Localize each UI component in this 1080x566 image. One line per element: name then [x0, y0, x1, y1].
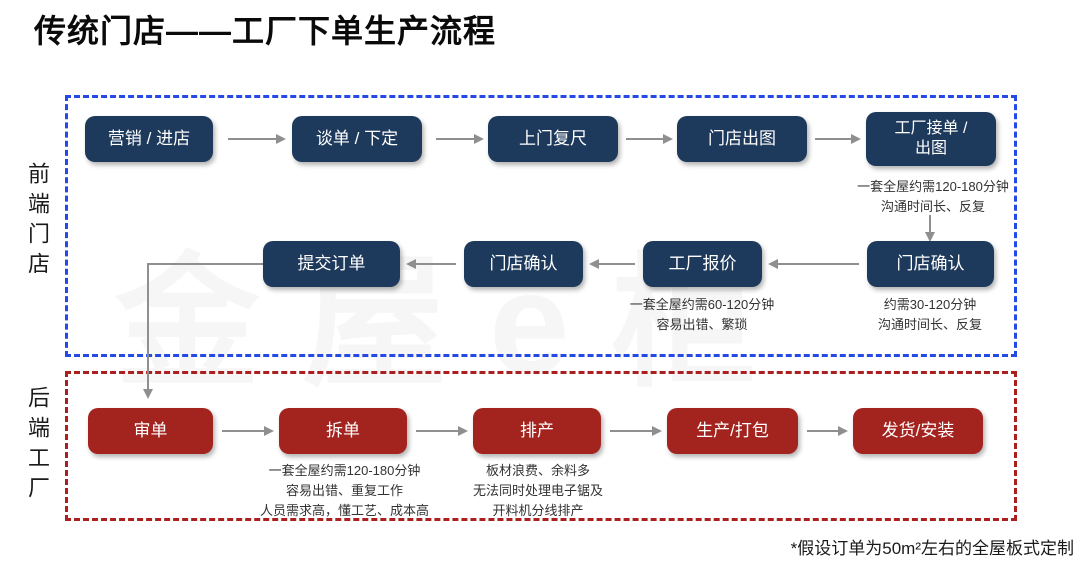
flow-node-remeasure: 上门复尺: [488, 116, 618, 162]
note-factory-quote: 一套全屋约需60-120分钟 容易出错、繁琐: [607, 295, 797, 335]
note-line: 开料机分线排产: [492, 503, 584, 519]
arrow-right-icon: [436, 134, 484, 144]
connector-submit-to-audit-horizontal: [148, 263, 263, 265]
note-line: 容易出错、繁琐: [656, 317, 748, 333]
note-factory-receive: 一套全屋约需120-180分钟 沟通时间长、反复: [838, 177, 1028, 217]
note-line: 人员需求高，懂工艺、成本高: [259, 503, 429, 519]
note-line: 沟通时间长、反复: [877, 317, 982, 333]
flow-node-ship-install: 发货/安装: [853, 408, 983, 454]
arrow-right-icon: [416, 426, 468, 436]
flow-node-produce-pack: 生产/打包: [667, 408, 798, 454]
note-line: 约需30-120分钟: [883, 297, 977, 312]
page-title: 传统门店——工厂下单生产流程: [34, 13, 497, 49]
arrow-right-icon: [610, 426, 662, 436]
arrow-right-icon: [815, 134, 861, 144]
note-line: 一套全屋约需120-180分钟: [268, 463, 421, 478]
back-factory-label: 后端工厂: [25, 386, 50, 506]
arrow-right-icon: [228, 134, 286, 144]
flow-node-store-confirm-1: 门店确认: [464, 241, 583, 287]
arrow-left-icon: [589, 259, 635, 269]
note-line: 沟通时间长、反复: [880, 199, 985, 215]
note-split-order: 一套全屋约需120-180分钟 容易出错、重复工作 人员需求高，懂工艺、成本高: [242, 461, 447, 521]
note-line: 板材浪费、余料多: [485, 463, 590, 478]
footnote: *假设订单为50m²左右的全屋板式定制: [790, 539, 1074, 558]
arrow-down-icon: [925, 215, 935, 242]
arrow-left-icon: [768, 259, 859, 269]
connector-submit-to-audit-arrow-down-icon: [143, 263, 153, 399]
back-factory-zone: [65, 371, 1017, 521]
flow-node-store-confirm-2: 门店确认: [867, 241, 994, 287]
flow-node-audit: 审单: [88, 408, 213, 454]
flow-node-negotiate: 谈单 / 下定: [292, 116, 422, 162]
note-line: 容易出错、重复工作: [285, 483, 403, 499]
note-scheduling: 板材浪费、余料多 无法同时处理电子锯及 开料机分线排产: [448, 461, 628, 521]
note-store-confirm: 约需30-120分钟 沟通时间长、反复: [840, 295, 1020, 335]
flow-node-submit-order: 提交订单: [263, 241, 400, 287]
arrow-left-icon: [406, 259, 456, 269]
arrow-right-icon: [807, 426, 848, 436]
front-store-label: 前端门店: [25, 162, 50, 282]
flow-node-split-order: 拆单: [279, 408, 407, 454]
flow-node-marketing: 营销 / 进店: [85, 116, 213, 162]
note-line: 一套全屋约需60-120分钟: [629, 297, 775, 312]
front-store-zone: [65, 95, 1017, 357]
note-line: 无法同时处理电子锯及: [472, 483, 603, 499]
flow-node-factory-receive: 工厂接单 / 出图: [866, 112, 996, 166]
flow-node-store-drawing: 门店出图: [677, 116, 807, 162]
flow-node-factory-quote: 工厂报价: [643, 241, 762, 287]
flow-node-scheduling: 排产: [473, 408, 601, 454]
note-line: 一套全屋约需120-180分钟: [857, 179, 1009, 194]
arrow-right-icon: [222, 426, 274, 436]
arrow-right-icon: [626, 134, 673, 144]
